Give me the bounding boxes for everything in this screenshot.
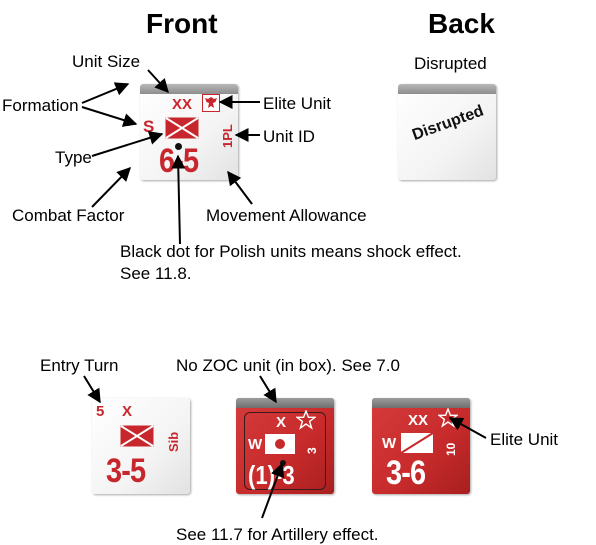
elite-unit-label-2: Elite Unit bbox=[490, 430, 559, 449]
separator: - bbox=[401, 454, 411, 492]
front-heading: Front bbox=[146, 8, 218, 39]
movement-value: 5 bbox=[130, 452, 146, 490]
counter-top-bar bbox=[398, 84, 496, 94]
counter-top-bar bbox=[140, 84, 238, 94]
unit-id-marker: 1PL bbox=[220, 124, 235, 148]
cavalry-symbol-icon bbox=[120, 425, 154, 452]
unit-size-marker: X bbox=[122, 403, 133, 420]
elite-counter: XX W 10 3-6 bbox=[372, 398, 470, 494]
movement-value: 6 bbox=[410, 454, 426, 492]
combat-value: 3 bbox=[386, 454, 402, 492]
back-counter: Disrupted bbox=[398, 84, 496, 180]
counter-top-bar bbox=[236, 398, 334, 408]
movement-value: 3 bbox=[282, 460, 295, 490]
arrow-formation-top bbox=[81, 82, 130, 104]
arrow-formation-bottom bbox=[81, 106, 138, 127]
artillery-note-label: See 11.7 for Artillery effect. bbox=[176, 525, 379, 544]
separator: - bbox=[174, 142, 184, 180]
combat-value: 3 bbox=[106, 452, 122, 490]
artillery-counter: X W 3 (1)-3 bbox=[236, 398, 334, 494]
counter-top-bar bbox=[372, 398, 470, 408]
black-dot-note-line2: See 11.8. bbox=[120, 264, 192, 283]
unit-size-label: Unit Size bbox=[72, 52, 141, 71]
combat-value: 6 bbox=[159, 142, 175, 180]
separator: - bbox=[121, 452, 131, 490]
artillery-symbol-icon bbox=[264, 433, 296, 460]
entry-turn-marker: 5 bbox=[96, 403, 105, 420]
arrow-combat-factor bbox=[91, 166, 131, 208]
combat-factor-value: (1)-3 bbox=[248, 460, 295, 491]
combat-factor-label: Combat Factor bbox=[12, 206, 125, 225]
elite-star-icon bbox=[294, 409, 318, 435]
unit-id-marker: 10 bbox=[444, 442, 458, 456]
unit-size-marker: XX bbox=[408, 412, 429, 429]
movement-allowance-label: Movement Allowance bbox=[206, 206, 367, 225]
unit-size-marker: XX bbox=[172, 96, 193, 113]
shock-dot bbox=[175, 143, 182, 150]
back-heading: Back bbox=[428, 8, 495, 39]
infantry-symbol-icon bbox=[165, 117, 199, 144]
disrupted-caption: Disrupted bbox=[414, 54, 487, 73]
combat-value: (1) bbox=[248, 460, 276, 490]
entry-turn-label: Entry Turn bbox=[40, 356, 119, 375]
cavalry-symbol-icon bbox=[400, 432, 434, 459]
unit-id-label: Unit ID bbox=[263, 127, 315, 146]
formation-marker: W bbox=[382, 435, 397, 452]
formation-marker: W bbox=[248, 436, 263, 453]
elite-star-icon bbox=[436, 407, 460, 433]
formation-label: Formation bbox=[2, 96, 79, 115]
entry-turn-counter: 5 X Sib 3-5 bbox=[92, 398, 190, 494]
unit-size-marker: X bbox=[276, 414, 287, 431]
elite-unit-label: Elite Unit bbox=[263, 94, 332, 113]
combat-factor-value: 3-6 bbox=[386, 454, 426, 493]
disrupted-status-text: Disrupted bbox=[410, 102, 486, 144]
movement-value: 5 bbox=[183, 142, 199, 180]
unit-id-marker: 3 bbox=[305, 447, 319, 454]
black-dot-note-line1: Black dot for Polish units means shock e… bbox=[120, 242, 462, 261]
combat-factor-value: 3-5 bbox=[106, 452, 146, 491]
unit-id-marker: Sib bbox=[166, 431, 181, 452]
type-label: Type bbox=[55, 148, 92, 167]
front-counter: XX S 1PL 6-5 bbox=[140, 84, 238, 180]
polish-eagle-icon bbox=[202, 94, 220, 117]
formation-marker: S bbox=[143, 117, 155, 136]
combat-factor-value: 6-5 bbox=[159, 142, 199, 180]
no-zoc-label: No ZOC unit (in box). See 7.0 bbox=[176, 356, 400, 375]
no-zoc-box bbox=[244, 412, 326, 490]
